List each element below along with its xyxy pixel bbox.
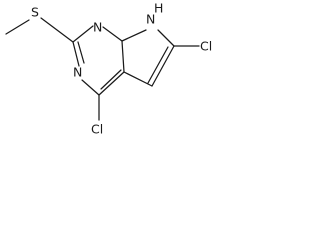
bond-c2-n1 [72,25,94,43]
bond-c7a-n7 [121,29,147,42]
structure-canvas: S N N N H Cl Cl [0,0,254,142]
atom-label-sulfur: S [31,5,39,20]
bond-c4-c4a-double [100,69,122,90]
atom-label-nh-n: N [146,12,155,27]
bond-c6-c5-single [151,45,175,87]
atom-label-nh-h: H [154,1,163,16]
bond-c6-c5-double [147,46,169,84]
atom-label-cl-right: Cl [200,39,212,54]
chemical-structure-diagram: S N N N H Cl Cl [5,1,212,137]
atom-labels: S N N N H Cl Cl [31,1,212,137]
bond-n3-c4 [81,79,100,96]
atom-label-cl-bottom: Cl [91,122,103,137]
bond-c4-c4a-single [98,71,125,96]
bond-c2-n3-single [72,41,80,67]
bond-sulfur-c2 [40,17,74,43]
atom-label-n-top: N [93,20,102,35]
bond-c4a-c7a [121,40,125,73]
bond-c2-n3-double [77,41,85,64]
atom-label-n-left: N [73,65,82,80]
bond-n1-c7a [102,26,123,42]
bond-n7-c6 [157,29,175,47]
bond-methyl-sulfur [5,19,30,35]
bonds [5,17,200,121]
bond-c5-c4a [123,71,153,87]
